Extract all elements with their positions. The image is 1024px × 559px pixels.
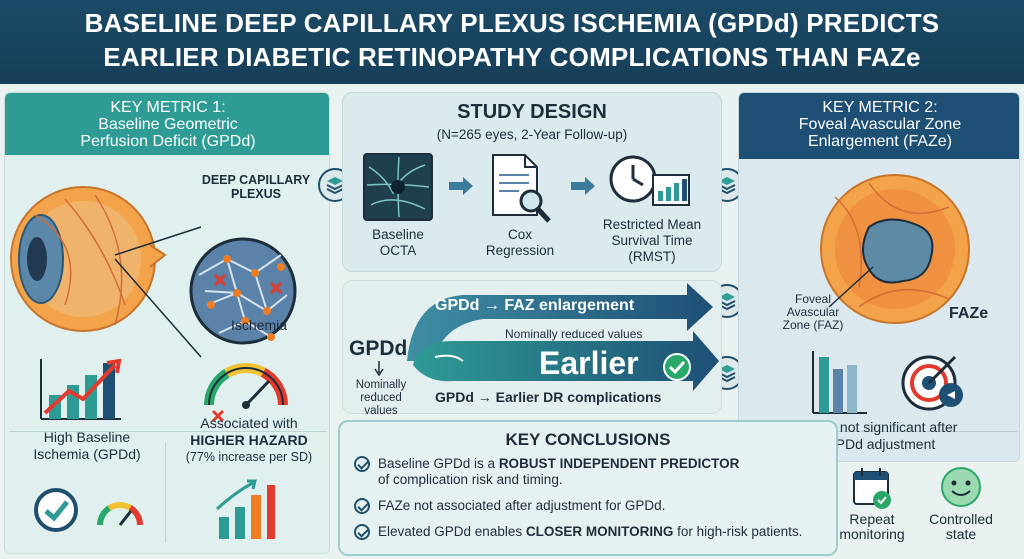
rising-bars-icon (215, 479, 275, 539)
flow-arrows (374, 283, 719, 391)
flow-nominal-label: Nominally reduced values (355, 379, 407, 417)
key-metric-1-name-2: Perfusion Deficit (GPDd) (80, 133, 256, 150)
arrow-dr-complications-label: GPDd → Earlier DR complications (435, 389, 662, 405)
plexus-label: DEEP CAPILLARY PLEXUS (201, 173, 311, 201)
conclusion-item-2: FAZe not associated after adjustment for… (354, 498, 665, 514)
left-divider (9, 431, 327, 432)
study-design-subtitle: (N=265 eyes, 2-Year Follow-up) (436, 127, 628, 142)
target-icon (901, 355, 963, 411)
octa-scan-icon (363, 153, 433, 221)
step-cox-regression: Cox Regression (485, 227, 555, 258)
key-conclusions-title: KEY CONCLUSIONS (505, 430, 671, 449)
conclusion-item-3: Elevated GPDd enables CLOSER MONITORING … (354, 524, 802, 540)
key-conclusions-panel: KEY CONCLUSIONS Baseline GPDd is a ROBUS… (338, 420, 838, 556)
higher-hazard-label: Associated with HIGHER HAZARD (77% incre… (185, 415, 313, 464)
high-baseline-ischemia-label: High Baseline Ischemia (GPDd) (33, 429, 141, 462)
right-divider (743, 431, 1017, 432)
faz-eye-icon (820, 174, 970, 324)
check-icon (354, 498, 370, 514)
eye-plexus-illustration (10, 186, 297, 423)
title-line-1: BASELINE DEEP CAPILLARY PLEXUS ISCHEMIA … (84, 8, 940, 38)
check-icon (663, 353, 691, 381)
arrow-right-icon (571, 177, 595, 195)
page-title: BASELINE DEEP CAPILLARY PLEXUS ISCHEMIA … (0, 6, 1024, 74)
small-gauge-icon (97, 502, 143, 526)
check-icon (354, 456, 370, 472)
key-metric-2-label: KEY METRIC 2: (822, 99, 938, 116)
check-circle-icon (34, 488, 78, 532)
clock-chart-icon (609, 155, 690, 206)
key-metric-2-header: KEY METRIC 2: Foveal Avascular Zone Enla… (739, 93, 1019, 159)
header-banner: BASELINE DEEP CAPILLARY PLEXUS ISCHEMIA … (0, 0, 1024, 84)
arrow-faz-enlargement-label: GPDd → FAZ enlargement (435, 297, 635, 314)
eye-icon (10, 186, 167, 332)
calendar-check-icon (853, 468, 891, 509)
left-vertical-divider (165, 443, 166, 543)
faz-label: Foveal Avascular Zone (FAZ) (782, 292, 844, 332)
arrow-right-icon (449, 177, 473, 195)
key-metric-2-name-2: Enlargement (FAZe) (807, 133, 953, 150)
ischemia-label: Ischemia (231, 317, 288, 333)
step-rmst: Restricted Mean Survival Time (RMST) (602, 217, 702, 264)
check-icon (354, 524, 370, 540)
flow-gpdd-label: GPDd (349, 337, 408, 360)
controlled-state-label: Controlled state (929, 511, 993, 542)
conclusion-item-1: Baseline GPDd is a ROBUST INDEPENDENT PR… (354, 456, 739, 488)
flat-bars-icon (812, 351, 867, 414)
study-design-panel: STUDY DESIGN (N=265 eyes, 2-Year Follow-… (342, 92, 722, 272)
flow-panel: GPDd Nominally reduced values GPDd → FAZ… (342, 280, 722, 417)
bar-chart-icon (40, 358, 122, 420)
smiley-icon (941, 467, 981, 507)
key-metric-1-panel: KEY METRIC 1: Baseline Geometric Perfusi… (4, 92, 330, 554)
step-baseline-octa: Baseline OCTA (372, 227, 424, 258)
document-search-icon (492, 154, 551, 223)
deep-capillary-plexus-icon (189, 237, 297, 345)
study-design-title: STUDY DESIGN (457, 101, 607, 123)
earlier-label: Earlier (539, 345, 639, 381)
faze-label: FAZe (949, 305, 989, 322)
key-metric-1-header: KEY METRIC 1: Baseline Geometric Perfusi… (5, 93, 329, 155)
ischemia-x-icon (211, 409, 225, 423)
key-metric-1-name-1: Baseline Geometric (98, 116, 238, 133)
gauge-icon (204, 363, 288, 409)
repeat-monitoring-label: Repeat monitoring (839, 511, 905, 542)
key-metric-2-name-1: Foveal Avascular Zone (798, 116, 962, 133)
key-metric-1-label: KEY METRIC 1: (110, 99, 226, 116)
title-line-2: EARLIER DIABETIC RETINOPATHY COMPLICATIO… (103, 42, 921, 72)
arrow-nominal-note: Nominally reduced values (505, 327, 643, 341)
key-metric-2-panel: KEY METRIC 2: Foveal Avascular Zone Enla… (738, 92, 1020, 462)
faze-note: FAZe not significant after GPDd adjustme… (802, 419, 958, 452)
